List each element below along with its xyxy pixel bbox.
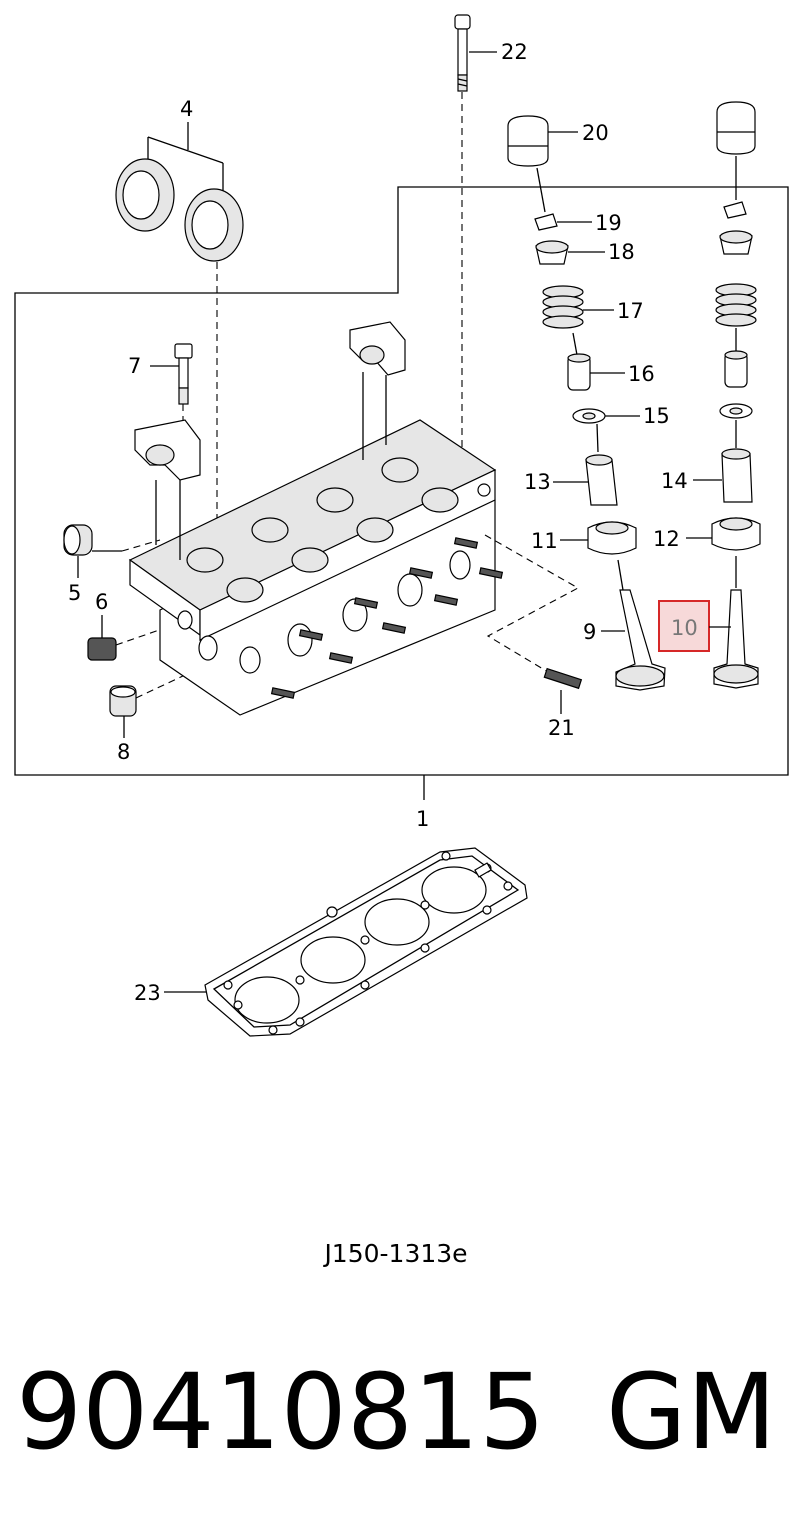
callout-15: 15 — [643, 404, 670, 428]
callout-17: 17 — [617, 299, 644, 323]
part-4-seals — [115, 122, 244, 600]
valve-train-left — [507, 115, 666, 691]
callout-4: 4 — [180, 97, 193, 121]
callout-18: 18 — [608, 240, 635, 264]
callout-7: 7 — [128, 354, 141, 378]
part-5-plug — [63, 524, 161, 578]
callout-19: 19 — [595, 211, 622, 235]
part-1-cylinder-head — [128, 321, 504, 716]
callout-22: 22 — [501, 40, 528, 64]
callout-11: 11 — [531, 529, 558, 553]
part-6-insert — [87, 615, 166, 661]
callout-10-highlight — [658, 600, 710, 652]
callout-8: 8 — [117, 740, 130, 764]
callout-23: 23 — [134, 981, 161, 1005]
part-22-bolt — [454, 14, 497, 460]
callout-5: 5 — [68, 581, 81, 605]
part-8-bushing — [109, 674, 186, 738]
callout-1: 1 — [416, 807, 429, 831]
part-21-stud — [484, 534, 583, 714]
callout-10: 10 — [671, 616, 698, 640]
valve-train-right — [686, 101, 761, 689]
callout-13: 13 — [524, 470, 551, 494]
callout-21: 21 — [548, 716, 575, 740]
callout-20: 20 — [582, 121, 609, 145]
callout-16: 16 — [628, 362, 655, 386]
part-23-head-gasket — [164, 847, 528, 1037]
callout-6: 6 — [95, 590, 108, 614]
callout-14: 14 — [661, 469, 688, 493]
callout-12: 12 — [653, 527, 680, 551]
brand-name: GM — [606, 1351, 776, 1473]
part-number: 90410815 — [16, 1351, 545, 1473]
drawing-code: J150-1313e — [322, 1239, 467, 1268]
callout-9: 9 — [583, 620, 596, 644]
assembly-frame — [14, 186, 789, 776]
